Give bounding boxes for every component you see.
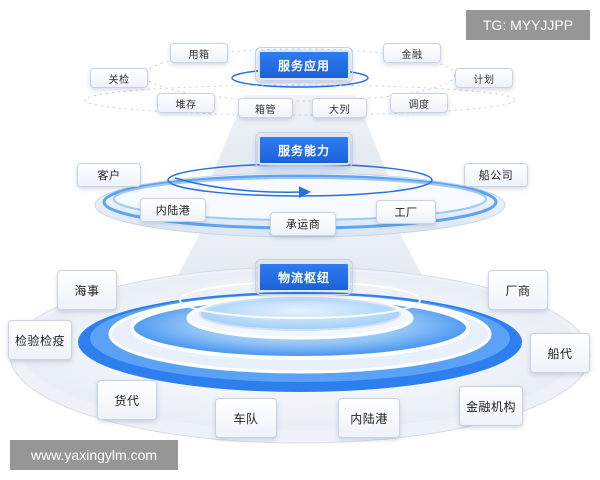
service-app-label-jihua: 计划 bbox=[455, 68, 513, 88]
capability-label-chengyunshang: 承运商 bbox=[270, 212, 336, 236]
service-app-label-dalie: 大列 bbox=[312, 98, 367, 118]
service-app-title: 服务应用 bbox=[255, 47, 353, 83]
hub-label-changshang: 厂商 bbox=[488, 270, 548, 310]
capability-label-gongchang: 工厂 bbox=[376, 200, 436, 224]
capability-label-kehu: 客户 bbox=[77, 163, 141, 187]
hub-label-neiluguang: 内陆港 bbox=[338, 398, 400, 438]
watermark-bottom-left: www.yaxingylm.com bbox=[10, 440, 178, 470]
capability-label-neiluguang: 内陆港 bbox=[140, 198, 206, 222]
service-app-label-jinrong: 金融 bbox=[383, 43, 441, 63]
service-app-label-diaodu: 调度 bbox=[390, 93, 448, 113]
logistics-hub-title: 物流枢纽 bbox=[255, 259, 353, 295]
service-app-label-guanjian: 关检 bbox=[90, 68, 148, 88]
service-capability-title: 服务能力 bbox=[255, 132, 353, 168]
hub-label-huodai: 货代 bbox=[97, 380, 157, 420]
service-app-label-yongxiang: 用箱 bbox=[170, 43, 228, 63]
capability-label-chuangongsi: 船公司 bbox=[464, 163, 528, 187]
hub-label-jinrongjigou: 金融机构 bbox=[459, 386, 523, 426]
hub-label-chuandai: 船代 bbox=[530, 333, 590, 373]
watermark-top-right: TG: MYYJJPP bbox=[466, 10, 590, 40]
hub-label-haishi: 海事 bbox=[57, 270, 117, 310]
hub-label-chedui: 车队 bbox=[215, 398, 277, 438]
hub-label-jianyanjianyi: 检验检疫 bbox=[8, 320, 72, 360]
service-app-label-duicun: 堆存 bbox=[157, 93, 215, 113]
service-app-label-xiangguan: 箱管 bbox=[238, 98, 293, 118]
